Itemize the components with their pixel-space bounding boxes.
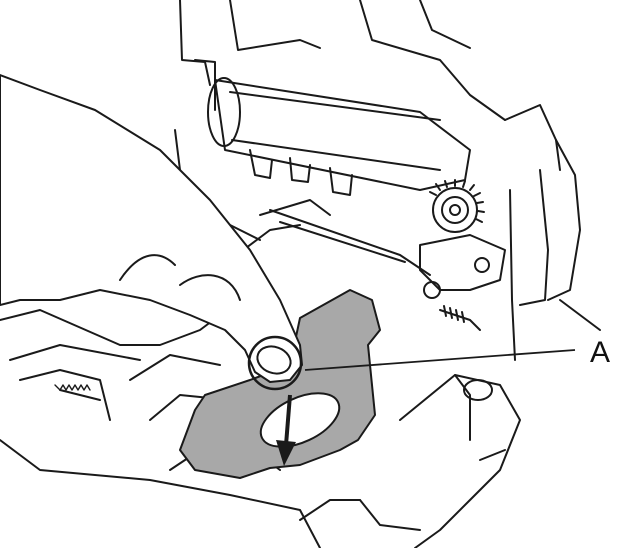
arrow-down-icon — [276, 394, 296, 466]
drive-gear — [429, 179, 485, 233]
side-lever-arm — [419, 234, 506, 331]
callout-label-a: A — [590, 336, 611, 369]
hand — [0, 74, 303, 383]
platen-roller — [207, 77, 471, 196]
paper-guide-rod — [259, 199, 431, 276]
cutter-serrations — [54, 384, 91, 391]
front-tray — [0, 224, 321, 548]
finger-press-ring-icon — [247, 335, 303, 391]
callout-leader-line — [304, 349, 576, 371]
right-housing-block — [299, 374, 521, 548]
highlighted-part-a — [179, 289, 381, 479]
